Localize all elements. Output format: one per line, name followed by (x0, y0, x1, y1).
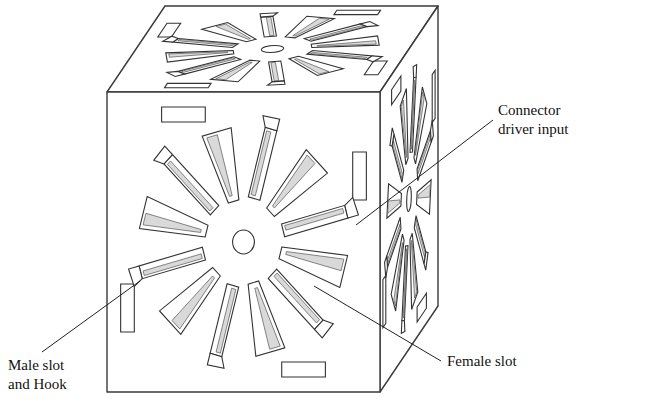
label-anchor: Connector driver input (498, 101, 590, 139)
cube-right-face (380, 6, 438, 392)
label-anchor: Male slot and Hook (8, 356, 80, 394)
label-anchor: Female slot (447, 352, 547, 371)
leader-line (42, 281, 140, 352)
cube-front-face (107, 92, 380, 392)
callout-label: Connector driver input (498, 101, 590, 139)
top-slots (124, 10, 422, 87)
callout-label: Male slot and Hook (8, 356, 80, 394)
front-slots (121, 107, 367, 377)
callout-label: Female slot (447, 352, 547, 371)
leader-line (356, 120, 493, 225)
leader-line (314, 286, 441, 361)
